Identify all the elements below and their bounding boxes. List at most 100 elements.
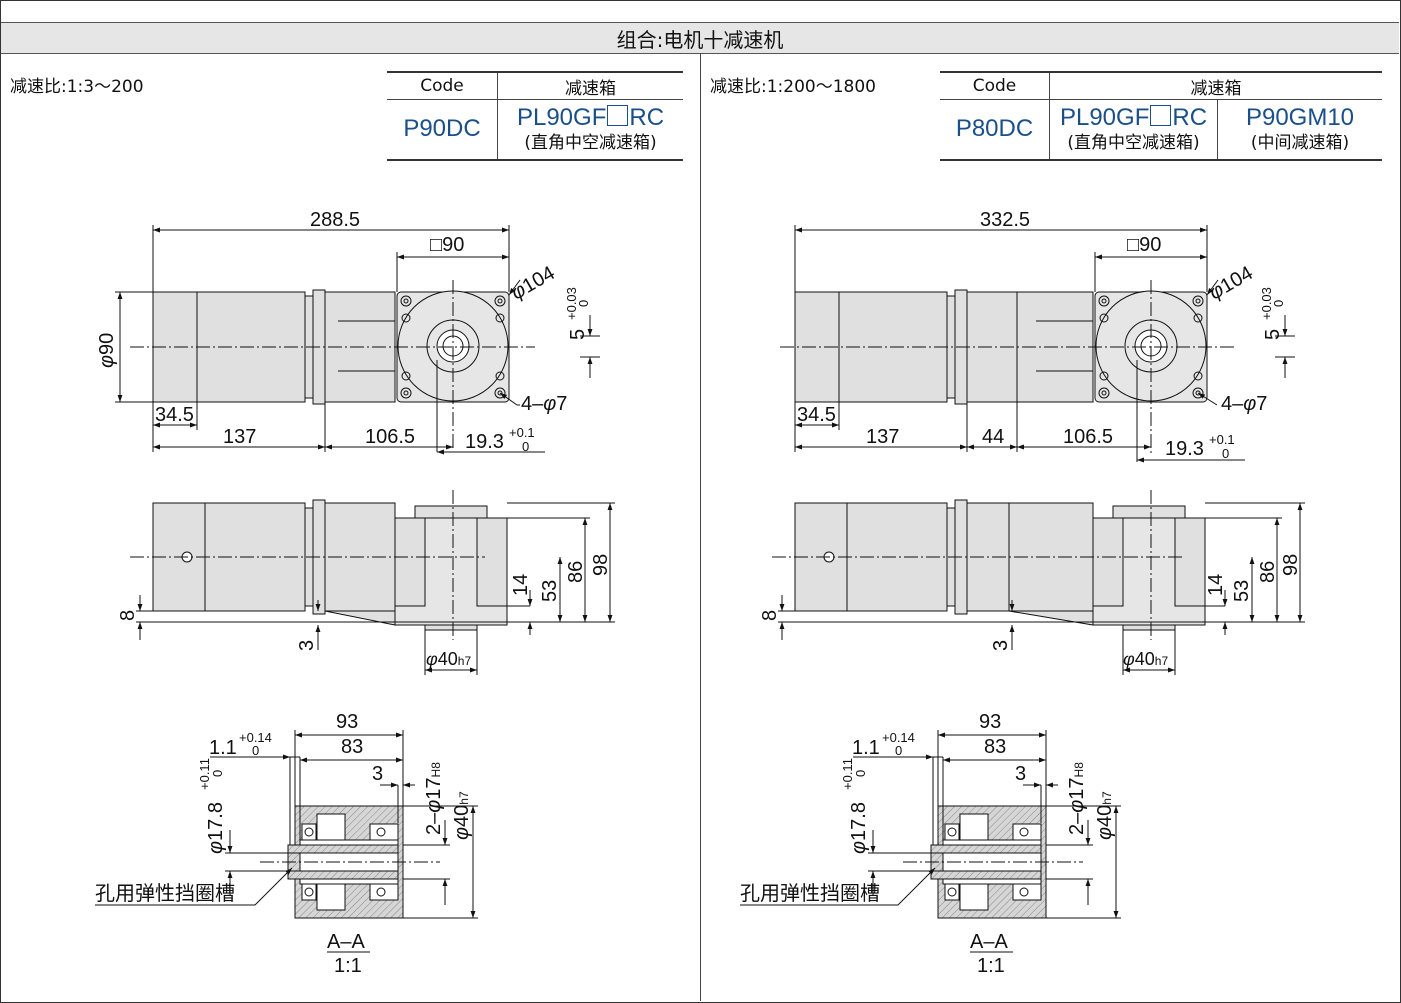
retaining-ring-groove-label: 孔用弹性挡圈槽 — [95, 882, 235, 905]
dim-93: 93 — [979, 711, 1001, 733]
dim-53: 53 — [539, 580, 561, 602]
dim-diameter-104: φ104 — [508, 262, 559, 304]
side-view — [130, 490, 615, 675]
gearbox-name: PL90GF — [516, 104, 607, 132]
dim-44: 44 — [982, 426, 1004, 448]
dim-19-3-tol-lower: 0 — [522, 439, 529, 454]
gearbox-desc: (直角中空减速箱) — [1067, 133, 1200, 154]
gearbox-desc: (直角中空减速箱) — [524, 133, 657, 154]
gearbox-suffix: RC — [1172, 104, 1208, 132]
dim-83: 83 — [341, 736, 363, 758]
dim-98: 98 — [1280, 554, 1302, 576]
section-label-a-a: A–A — [970, 931, 1008, 953]
section-scale: 1:1 — [334, 955, 362, 977]
dim-1-1-tol-upper: +0.14 — [882, 730, 915, 745]
dim-93: 93 — [336, 711, 358, 733]
dim-8: 8 — [117, 610, 139, 621]
dim-86: 86 — [565, 561, 587, 583]
motor-code: P90DC — [387, 99, 498, 161]
combination-table-left: Code 减速箱 P90DC PL90GF RC (直角中空减速箱) — [387, 71, 683, 161]
dim-19-3-tol-upper: +0.1 — [1209, 432, 1235, 447]
dim-3-section: 3 — [1015, 763, 1026, 785]
dim-square-label: □90 — [430, 234, 464, 256]
dim-34-5: 34.5 — [155, 404, 194, 426]
dim-17-8-tol-upper: +0.11 — [197, 758, 212, 790]
gearbox-desc: (中间减速箱) — [1250, 133, 1350, 154]
dim-19-3: 19.3 — [1165, 438, 1204, 460]
dim-phi40-h7-section: φ40h7 — [1094, 791, 1116, 840]
dim-holes-4-phi7: 4–φ7 — [1221, 393, 1267, 415]
gearbox-name: PL90GF — [1059, 104, 1150, 132]
top-view — [115, 225, 600, 455]
dim-14: 14 — [510, 574, 532, 596]
dim-diameter-104: φ104 — [1206, 262, 1257, 304]
dim-86: 86 — [1257, 561, 1279, 583]
gearbox-cell: P90GM10 (中间减速箱) — [1217, 99, 1382, 161]
dim-17-8-tol-lower: 0 — [853, 770, 868, 777]
dim-2-phi17-H8: 2–φ17H8 — [1066, 762, 1088, 835]
dim-1-1-tol-lower: 0 — [895, 743, 902, 758]
section-view — [740, 730, 1121, 953]
code-header: Code — [387, 71, 498, 100]
dim-key-5: 5 — [1262, 329, 1284, 340]
retaining-ring-groove-label: 孔用弹性挡圈槽 — [740, 882, 880, 905]
dim-106-5: 106.5 — [365, 426, 415, 448]
section-label-a-a: A–A — [327, 931, 365, 953]
side-view — [772, 490, 1305, 675]
gearbox-name: P90GM10 — [1245, 104, 1355, 132]
dim-19-3: 19.3 — [465, 431, 504, 453]
top-view — [780, 225, 1295, 463]
page-title: 组合:电机十减速机 — [1, 22, 1399, 54]
gearbox-header: 减速箱 — [497, 71, 683, 100]
left-panel-drawings: 288.5 □90 φ90 φ104 34.5 137 106.5 19.3 +… — [95, 209, 615, 977]
dim-53: 53 — [1231, 580, 1253, 602]
dim-8: 8 — [759, 610, 781, 621]
dim-holes-4-phi7: 4–φ7 — [521, 393, 567, 415]
dim-phi40-h7: φ40h7 — [1123, 649, 1168, 669]
dim-key-5: 5 — [567, 329, 589, 340]
gearbox-suffix: RC — [629, 104, 665, 132]
dim-2-phi17-H8: 2–φ17H8 — [423, 762, 445, 835]
model-placeholder-box — [1150, 105, 1172, 127]
dim-phi17-8: φ17.8 — [205, 802, 227, 854]
dim-14: 14 — [1205, 574, 1227, 596]
gearbox-cell: PL90GF RC (直角中空减速箱) — [497, 99, 683, 161]
combination-table-right: Code 减速箱 P80DC PL90GF RC (直角中空减速箱) P90GM1… — [940, 71, 1382, 161]
dim-overall-length: 332.5 — [980, 209, 1030, 231]
dim-key-tol-upper: +0.03 — [564, 287, 579, 320]
dim-1-1-tol-lower: 0 — [252, 743, 259, 758]
dim-square-label: □90 — [1127, 234, 1161, 256]
dim-overall-length: 288.5 — [310, 209, 360, 231]
dim-1-1: 1.1 — [852, 737, 880, 759]
dim-19-3-tol-lower: 0 — [1222, 446, 1229, 461]
gearbox-header: 减速箱 — [1049, 71, 1382, 100]
dim-phi40-h7: φ40h7 — [426, 649, 471, 669]
model-placeholder-box — [607, 105, 629, 127]
dim-98: 98 — [590, 554, 612, 576]
dim-key-tol-lower: 0 — [1271, 300, 1286, 307]
dim-1-1-tol-upper: +0.14 — [239, 730, 272, 745]
dim-3-section: 3 — [372, 763, 383, 785]
dim-phi17-8: φ17.8 — [848, 802, 870, 854]
dim-3: 3 — [296, 640, 318, 651]
dim-137: 137 — [223, 426, 256, 448]
dim-diameter-90: φ90 — [96, 333, 118, 368]
dim-key-tol-lower: 0 — [576, 300, 591, 307]
dim-19-3-tol-upper: +0.1 — [509, 425, 535, 440]
dim-17-8-tol-lower: 0 — [210, 770, 225, 777]
dim-key-tol-upper: +0.03 — [1259, 287, 1274, 320]
ratio-label-left: 减速比:1:3～200 — [10, 77, 144, 97]
dim-1-1: 1.1 — [209, 737, 237, 759]
right-panel-drawings: 332.5 □90 φ104 34.5 137 44 106.5 19.3 +0… — [740, 209, 1305, 977]
code-header: Code — [940, 71, 1050, 100]
ratio-label-right: 减速比:1:200～1800 — [710, 77, 876, 97]
dim-106-5: 106.5 — [1063, 426, 1113, 448]
gearbox-cell: PL90GF RC (直角中空减速箱) — [1049, 99, 1218, 161]
dim-137: 137 — [866, 426, 899, 448]
dim-phi40-h7-section: φ40h7 — [451, 791, 473, 840]
panel-divider — [700, 53, 701, 1001]
motor-code: P80DC — [940, 99, 1050, 161]
section-view — [95, 730, 478, 953]
dim-17-8-tol-upper: +0.11 — [840, 758, 855, 790]
